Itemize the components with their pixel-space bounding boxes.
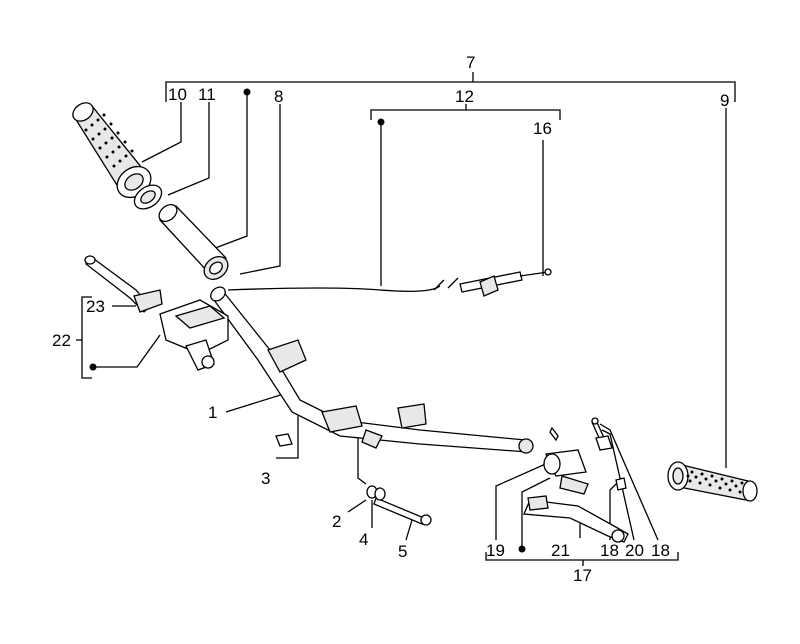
label-5: 5 [398,542,407,561]
label-2: 2 [332,512,341,531]
callout-labels: 7 10 11 8 12 9 16 23 22 1 3 2 4 5 19 21 … [52,53,729,585]
label-9: 9 [720,91,729,110]
label-12: 12 [455,87,474,106]
leader-dots [89,88,526,553]
label-11: 11 [198,85,216,104]
fasteners-left [275,433,432,526]
leader-dot-17 [518,545,526,553]
label-7: 7 [466,53,475,72]
label-21: 21 [551,541,570,560]
right-grip-part [667,461,758,502]
leader-lines [76,72,736,566]
label-17: 17 [573,566,592,585]
label-23: 23 [86,297,105,316]
label-4: 4 [359,530,368,549]
label-8: 8 [274,87,283,106]
label-3: 3 [261,469,270,488]
label-1: 1 [208,403,217,422]
label-18-b: 18 [651,541,670,560]
label-20: 20 [625,541,644,560]
label-10: 10 [168,85,187,104]
throttle-tube-part [158,203,229,280]
label-18-a: 18 [600,541,619,560]
label-22: 22 [52,331,71,350]
leader-dot-22 [89,363,97,371]
handlebar-part [210,286,534,454]
throttle-cable-part [227,268,552,297]
left-lever-part [84,255,163,313]
right-lever-part [523,417,629,543]
washer-part [133,184,163,210]
brake-pump-part [159,299,229,371]
label-19: 19 [486,541,505,560]
leader-dot-cable [377,118,385,126]
label-16: 16 [533,119,552,138]
left-grip-part [72,102,152,199]
leader-dot-bar [243,88,251,96]
